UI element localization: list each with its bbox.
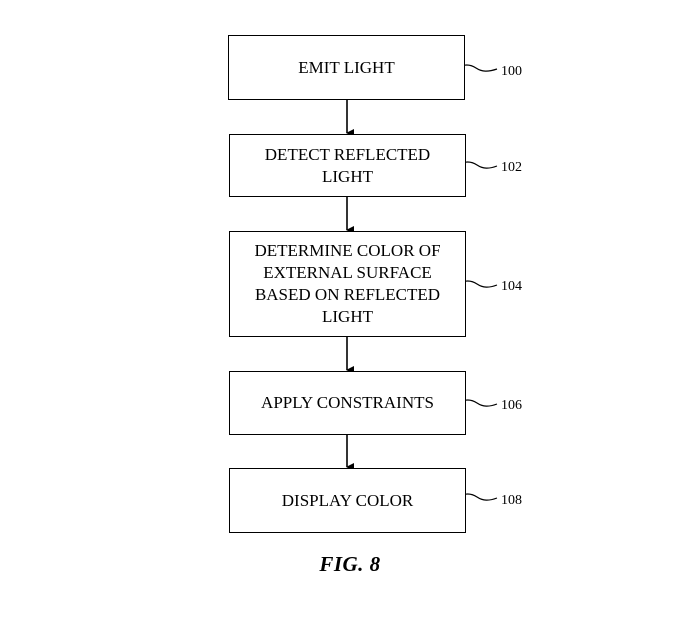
figure-label: FIG. 8 [319,552,381,576]
step-box-determine-color: DETERMINE COLOR OF EXTERNAL SURFACE BASE… [229,231,466,337]
reference-numeral-100: 100 [501,64,522,79]
step-label: DETERMINE COLOR OF EXTERNAL SURFACE BASE… [254,241,441,326]
step-box-emit-light: EMIT LIGHT [228,35,465,100]
step-box-apply-constraints: APPLY CONSTRAINTS [229,371,466,435]
step-label: DETECT REFLECTED LIGHT [264,144,431,186]
step-box-display-color: DISPLAY COLOR [229,468,466,533]
reference-numeral-106: 106 [501,398,522,413]
step-label: EMIT LIGHT [298,57,395,77]
step-label: DISPLAY COLOR [281,490,414,510]
reference-numeral-108: 108 [501,493,522,508]
step-label: APPLY CONSTRAINTS [261,393,434,412]
reference-numeral-104: 104 [501,279,522,294]
reference-numeral-102: 102 [501,160,522,175]
step-box-detect-reflected-light: DETECT REFLECTED LIGHT [229,134,466,197]
